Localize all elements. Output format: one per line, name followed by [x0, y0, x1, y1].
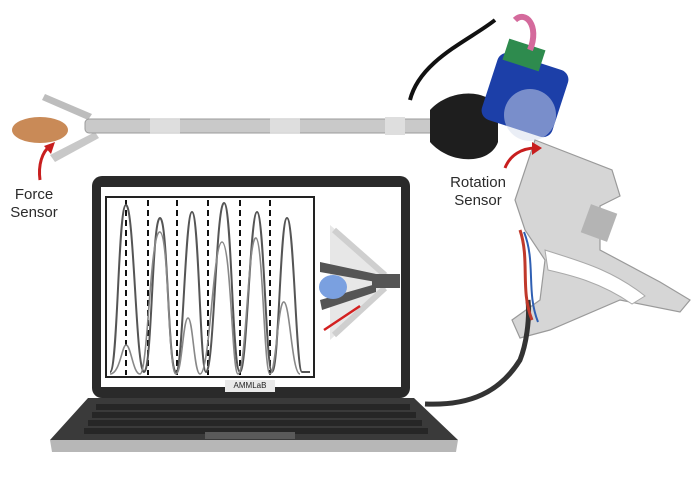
- instrument-jaw-upper: [42, 94, 92, 120]
- laptop-base-front: [50, 440, 458, 452]
- wire-black: [408, 18, 497, 101]
- handle-connector: [580, 204, 618, 242]
- wire-ribbon: [512, 13, 537, 52]
- rotation-sensor-label: Rotation Sensor: [436, 174, 520, 210]
- grasper-illustration: [319, 225, 400, 340]
- grasped-object: [319, 275, 347, 299]
- grasper-upper-jaw: [320, 262, 376, 282]
- grasper-shaft-icon: [372, 274, 400, 288]
- laptop: [50, 176, 458, 452]
- waveform-secondary: [109, 231, 301, 375]
- force-sensor-label: Force Sensor: [6, 186, 62, 222]
- terminal-block: [502, 38, 546, 72]
- force-sensor-pad: [12, 117, 68, 143]
- keyboard: [84, 404, 428, 434]
- force-sensor-arrow: [38, 142, 55, 181]
- rotation-sensor-label-line1: Rotation: [450, 174, 506, 191]
- laptop-brand-label: AMMLaB: [225, 380, 275, 392]
- force-sensor-label-line1: Force: [14, 186, 54, 203]
- force-sensor-label-line2: Sensor: [10, 204, 58, 221]
- rotation-knob: [430, 93, 498, 160]
- usb-cable: [424, 299, 531, 407]
- instrument-shaft: [84, 118, 436, 134]
- grasper-red-line: [323, 304, 361, 332]
- rotation-sensor-arrow: [503, 142, 542, 169]
- grasper-lower-jaw: [320, 284, 376, 310]
- grasper-fan: [330, 225, 395, 340]
- rotation-sensor-label-line2: Sensor: [454, 192, 502, 209]
- instrument-jaw-lower: [50, 132, 99, 162]
- surgical-instrument: [12, 13, 691, 407]
- instrument-handle: [511, 139, 691, 339]
- handle-ring: [544, 249, 646, 305]
- touchpad: [205, 432, 295, 439]
